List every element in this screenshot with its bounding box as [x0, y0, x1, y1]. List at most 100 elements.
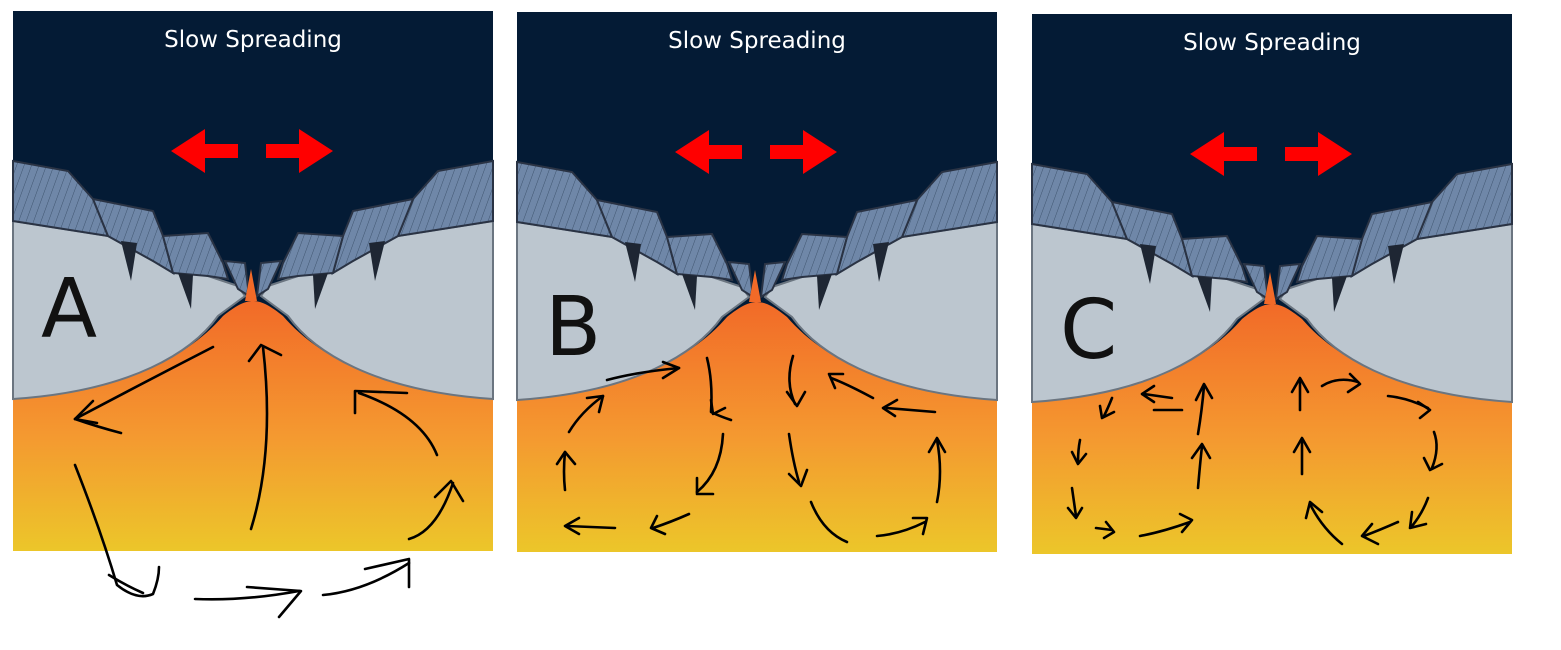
convection-arrow: [809, 500, 849, 544]
convection-arrow: [1196, 384, 1206, 436]
arrowhead: [363, 557, 411, 589]
convection-arrow: [565, 524, 617, 530]
fault: [121, 241, 137, 281]
arrowhead: [1178, 512, 1194, 534]
arrowhead: [1416, 400, 1432, 420]
diagram-panel-c: Slow Spreading C: [1031, 14, 1513, 554]
fault: [1388, 244, 1404, 284]
convection-arrow: [1362, 520, 1400, 538]
ridge-cross-section: [1031, 14, 1513, 554]
magma: [1032, 304, 1512, 554]
arrowhead: [709, 398, 727, 416]
convection-arrow: [1076, 438, 1082, 464]
convection-arrow: [407, 481, 455, 541]
arrowhead: [649, 514, 667, 536]
arrowhead: [785, 390, 807, 408]
fault: [873, 242, 889, 282]
magma-dike: [245, 269, 257, 301]
convection-arrow: [1308, 502, 1344, 546]
spreading-arrow-left: [1190, 132, 1257, 176]
arrowhead: [1360, 522, 1380, 546]
arrowhead: [1070, 450, 1088, 466]
panel-title: Slow Spreading: [164, 27, 342, 53]
panel-title: Slow Spreading: [1183, 30, 1361, 56]
convection-arrow: [1094, 526, 1114, 532]
fault: [1197, 276, 1212, 312]
magma-dike: [1264, 272, 1276, 304]
crust-block: [276, 231, 345, 281]
arrowhead: [1346, 372, 1362, 394]
convection-arrow: [1102, 396, 1114, 418]
convection-arrow: [107, 573, 145, 595]
crust-block: [255, 259, 283, 298]
arrowhead: [1140, 384, 1156, 404]
fault: [313, 273, 328, 309]
ridge-cross-section: [12, 11, 494, 551]
arrowhead: [1408, 510, 1428, 530]
arrowhead: [911, 516, 929, 536]
convection-arrow: [1138, 520, 1192, 538]
convection-arrow: [875, 520, 927, 538]
arrowhead: [563, 516, 581, 536]
convection-arrow: [1196, 444, 1204, 490]
magma-dike: [749, 270, 761, 302]
convection-arrow: [357, 391, 439, 457]
convection-arrow: [73, 463, 161, 598]
convection-arrow: [562, 450, 567, 492]
arrowhead: [1098, 404, 1116, 420]
convection-arrow: [605, 366, 681, 382]
convection-arrow: [705, 356, 733, 422]
spreading-arrow-right: [266, 129, 333, 173]
fault: [817, 274, 832, 310]
arrowhead: [433, 479, 465, 503]
convection-arrows: [555, 354, 947, 544]
crust-block: [161, 231, 230, 281]
arrowhead: [1066, 506, 1084, 520]
panel-title: Slow Spreading: [668, 28, 846, 54]
convection-arrow: [73, 345, 215, 421]
crust-block: [759, 260, 787, 299]
convection-arrow: [73, 417, 123, 435]
arrowhead: [787, 468, 809, 488]
arrowhead: [695, 476, 715, 496]
convection-arrow: [1070, 486, 1078, 518]
arrowhead: [555, 450, 577, 466]
spreading-arrow-left: [171, 129, 238, 173]
convection-arrow: [935, 438, 942, 504]
arrowhead: [827, 372, 845, 390]
arrowhead: [245, 585, 303, 619]
diagram-panel-b: Slow Spreading B: [516, 12, 998, 552]
arrowhead: [1290, 376, 1310, 394]
fault: [178, 273, 193, 309]
arrowhead: [1194, 382, 1214, 402]
convection-arrow: [193, 589, 301, 601]
arrowhead: [1422, 456, 1444, 472]
fault: [369, 241, 385, 281]
convection-arrow: [695, 432, 725, 494]
convection-arrow: [1142, 392, 1174, 400]
convection-arrow: [1320, 378, 1360, 388]
spreading-arrow-right: [1285, 132, 1352, 176]
convection-arrow: [1430, 430, 1438, 470]
arrowhead: [661, 360, 681, 380]
panel-label: C: [1060, 283, 1118, 378]
convection-arrow: [249, 345, 269, 531]
arrowhead: [585, 394, 605, 414]
arrowhead: [1190, 442, 1212, 460]
convection-arrow: [1410, 496, 1430, 528]
magma: [13, 301, 493, 551]
arrowhead: [353, 389, 409, 415]
convection-arrow: [321, 561, 411, 597]
spreading-arrow-right: [770, 130, 837, 174]
ridge-cross-section: [516, 12, 998, 552]
fault: [1140, 244, 1156, 284]
fault: [1332, 276, 1347, 312]
convection-arrows: [73, 343, 465, 619]
convection-arrow: [651, 512, 691, 530]
convection-arrow: [787, 432, 801, 484]
crust-block: [1295, 234, 1364, 284]
spreading-arrow-left: [675, 130, 742, 174]
arrowhead: [1102, 520, 1116, 540]
fault: [682, 274, 697, 310]
arrowhead: [247, 343, 283, 363]
